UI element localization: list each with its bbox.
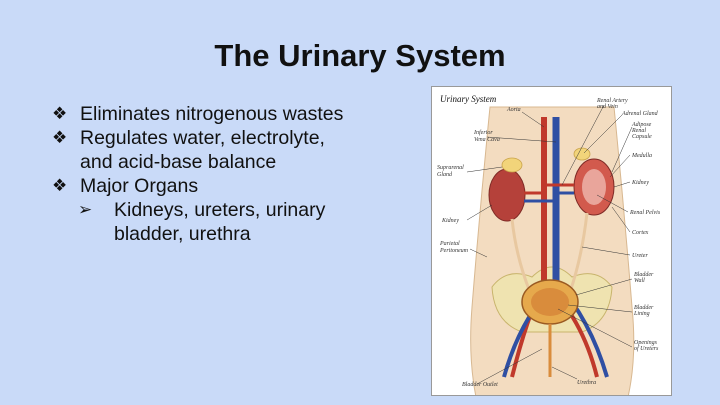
label-kidney-right: Kidney: [631, 180, 649, 186]
sub-bullet-text-line2: bladder, urethra: [114, 223, 251, 245]
label-bladder-outlet: Bladder Outlet: [462, 382, 498, 388]
label-vena-cava: Vena Cava: [474, 137, 500, 143]
bullet-marker-icon: ❖: [52, 128, 68, 147]
label-bladder: Bladder: [634, 272, 654, 278]
bullet-item: ❖ Major Organs: [52, 174, 422, 198]
bullet-marker-icon: ❖: [52, 176, 68, 195]
slide-title: The Urinary System: [214, 38, 506, 73]
figure-title: Urinary System: [440, 94, 497, 104]
label-renal-pelvis: Renal Pelvis: [629, 210, 661, 216]
label-ureter: Ureter: [632, 253, 648, 259]
label-and-vein: and Vein: [597, 104, 618, 110]
label-gland: Gland: [437, 172, 453, 178]
bullet-marker-icon: ❖: [52, 104, 68, 123]
label-adrenal-gland: Adrenal Gland: [621, 111, 659, 117]
bullet-item: ❖ Eliminates nitrogenous wastes: [52, 102, 422, 126]
label-inferior: Inferior: [473, 129, 493, 136]
label-renal: Renal: [631, 128, 646, 134]
bullet-item-continuation: and acid-base balance: [52, 150, 422, 174]
label-medulla: Medulla: [631, 153, 652, 159]
bullet-text: Eliminates nitrogenous wastes: [80, 103, 344, 125]
ureter-left-shape: [510, 218, 532, 293]
label-bladder-2: Bladder: [634, 305, 654, 311]
label-suprarenal: Suprarenal: [437, 165, 464, 171]
label-kidney-left: Kidney: [441, 218, 459, 224]
label-aorta: Aorta: [506, 107, 521, 113]
label-openings: Openings: [634, 340, 658, 346]
bullet-text: and acid-base balance: [80, 151, 277, 173]
bullet-item: ❖ Regulates water, electrolyte,: [52, 126, 422, 150]
label-parietal: Parietal: [439, 241, 460, 247]
label-of-ureters: of Ureters: [634, 345, 659, 352]
kidney-left-shape: [488, 168, 526, 222]
label-wall: Wall: [634, 278, 645, 284]
label-adipose: Adipose: [631, 122, 652, 128]
anatomy-illustration: Urinary System Aorta Inferior Vena Cava …: [437, 94, 661, 395]
sub-bullet-item: ➢ Kidneys, ureters, urinary bladder, ure…: [52, 198, 422, 246]
label-cortex: Cortex: [632, 230, 649, 236]
sub-bullet-text-line1: Kidneys, ureters, urinary: [114, 199, 326, 221]
adrenal-gland-right-shape: [573, 147, 591, 161]
bullet-list: ❖ Eliminates nitrogenous wastes ❖ Regula…: [52, 102, 422, 246]
label-capsule: Capsule: [632, 134, 652, 140]
label-renal-artery: Renal Artery: [596, 98, 628, 104]
renal-pelvis-shape: [582, 169, 606, 205]
adrenal-gland-left-shape: [501, 157, 523, 173]
label-urethra: Urethra: [577, 380, 596, 386]
urinary-system-figure: Urinary System Aorta Inferior Vena Cava …: [431, 86, 672, 396]
ureter-right-shape: [568, 212, 589, 293]
label-peritoneum: Peritoneum: [439, 248, 469, 254]
bullet-text: Major Organs: [80, 175, 199, 197]
bladder-lining-shape: [531, 288, 569, 316]
arrow-marker-icon: ➢: [78, 200, 93, 219]
label-lining: Lining: [633, 311, 650, 317]
leader-lines: [466, 104, 633, 385]
bullet-text: Regulates water, electrolyte,: [80, 127, 325, 149]
